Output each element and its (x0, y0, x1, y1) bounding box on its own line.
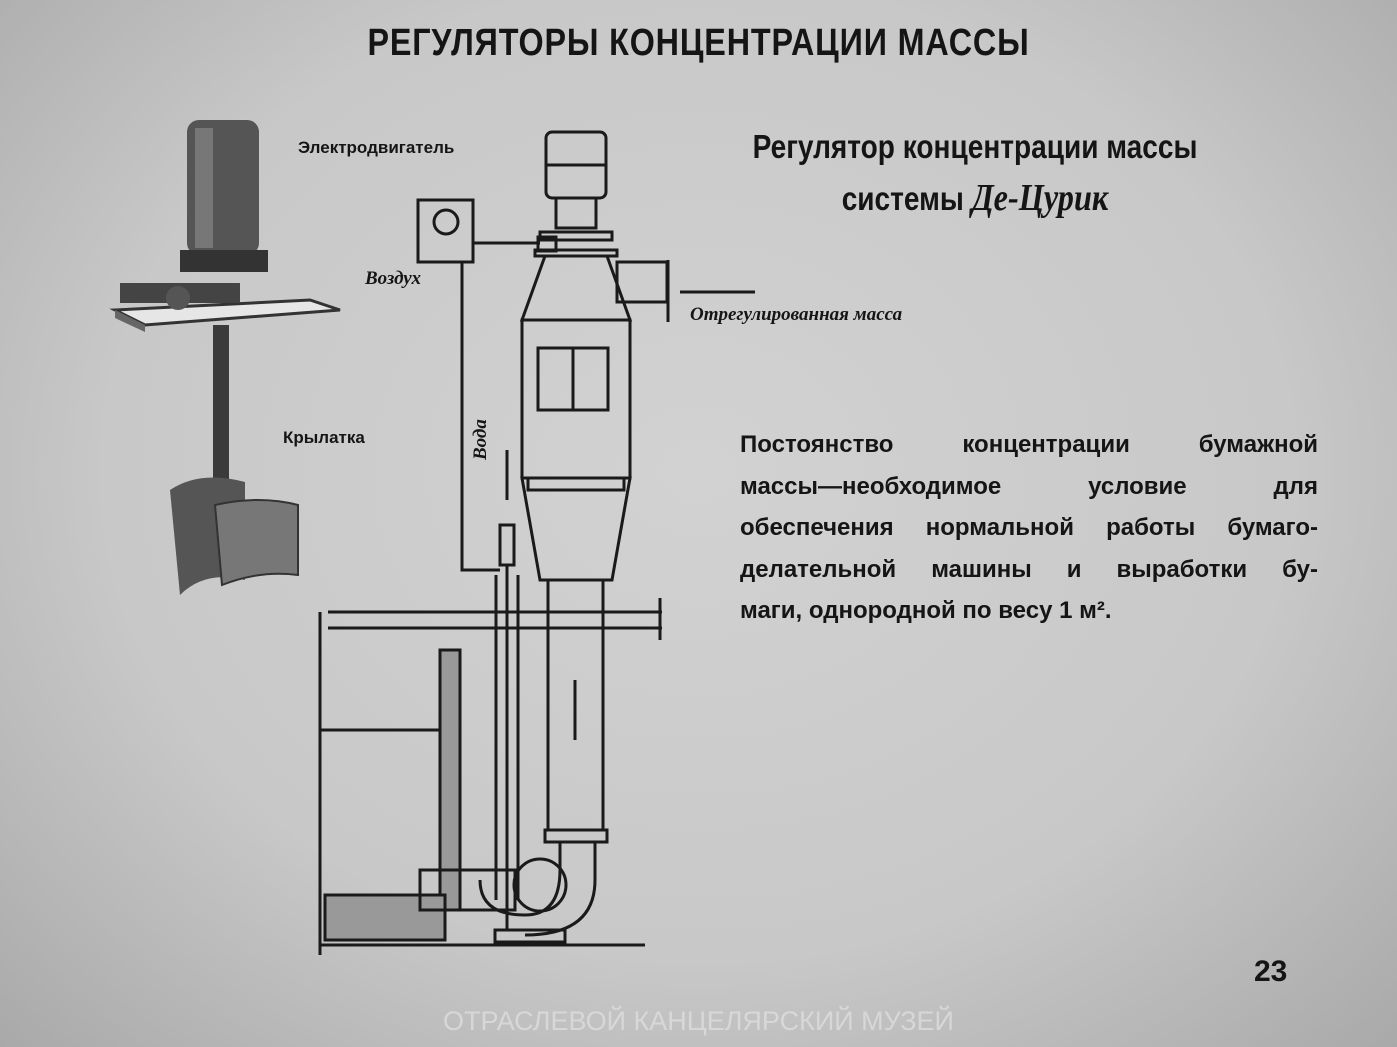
page-number: 23 (1254, 955, 1288, 988)
label-air: Воздух (365, 268, 421, 289)
subtitle-line2: системы Де-Цурик (733, 176, 1218, 220)
label-motor: Электродвигатель (298, 138, 455, 157)
label-water: Вода (470, 419, 491, 460)
subtitle-prefix: системы (841, 180, 964, 217)
paragraph-line: массы—необходимое условие для (740, 472, 1318, 500)
motor-illustration (109, 120, 341, 595)
subtitle-line1: Регулятор концентрации массы (752, 128, 1198, 165)
paragraph-line: делательной машины и выработки бу- (740, 555, 1318, 583)
paragraph-line: Постоянство концентрации бумажной (740, 431, 1318, 458)
label-output: Отрегулированная масса (690, 304, 903, 325)
system-name: Де-Цурик (971, 177, 1109, 219)
schematic (318, 130, 755, 955)
watermark: ОТРАСЛЕВОЙ КАНЦЕЛЯРСКИЙ МУЗЕЙ (443, 1006, 954, 1036)
paragraph-line: маги, однородной по весу 1 м². (740, 597, 1112, 624)
slide-title: РЕГУЛЯТОРЫ КОНЦЕНТРАЦИИ МАССЫ (367, 22, 1030, 64)
label-impeller: Крылатка (283, 428, 365, 447)
description-paragraph: Постоянство концентрации бумажной массы—… (740, 424, 1318, 632)
paragraph-line: обеспечения нормальной работы бумаго- (740, 514, 1318, 541)
